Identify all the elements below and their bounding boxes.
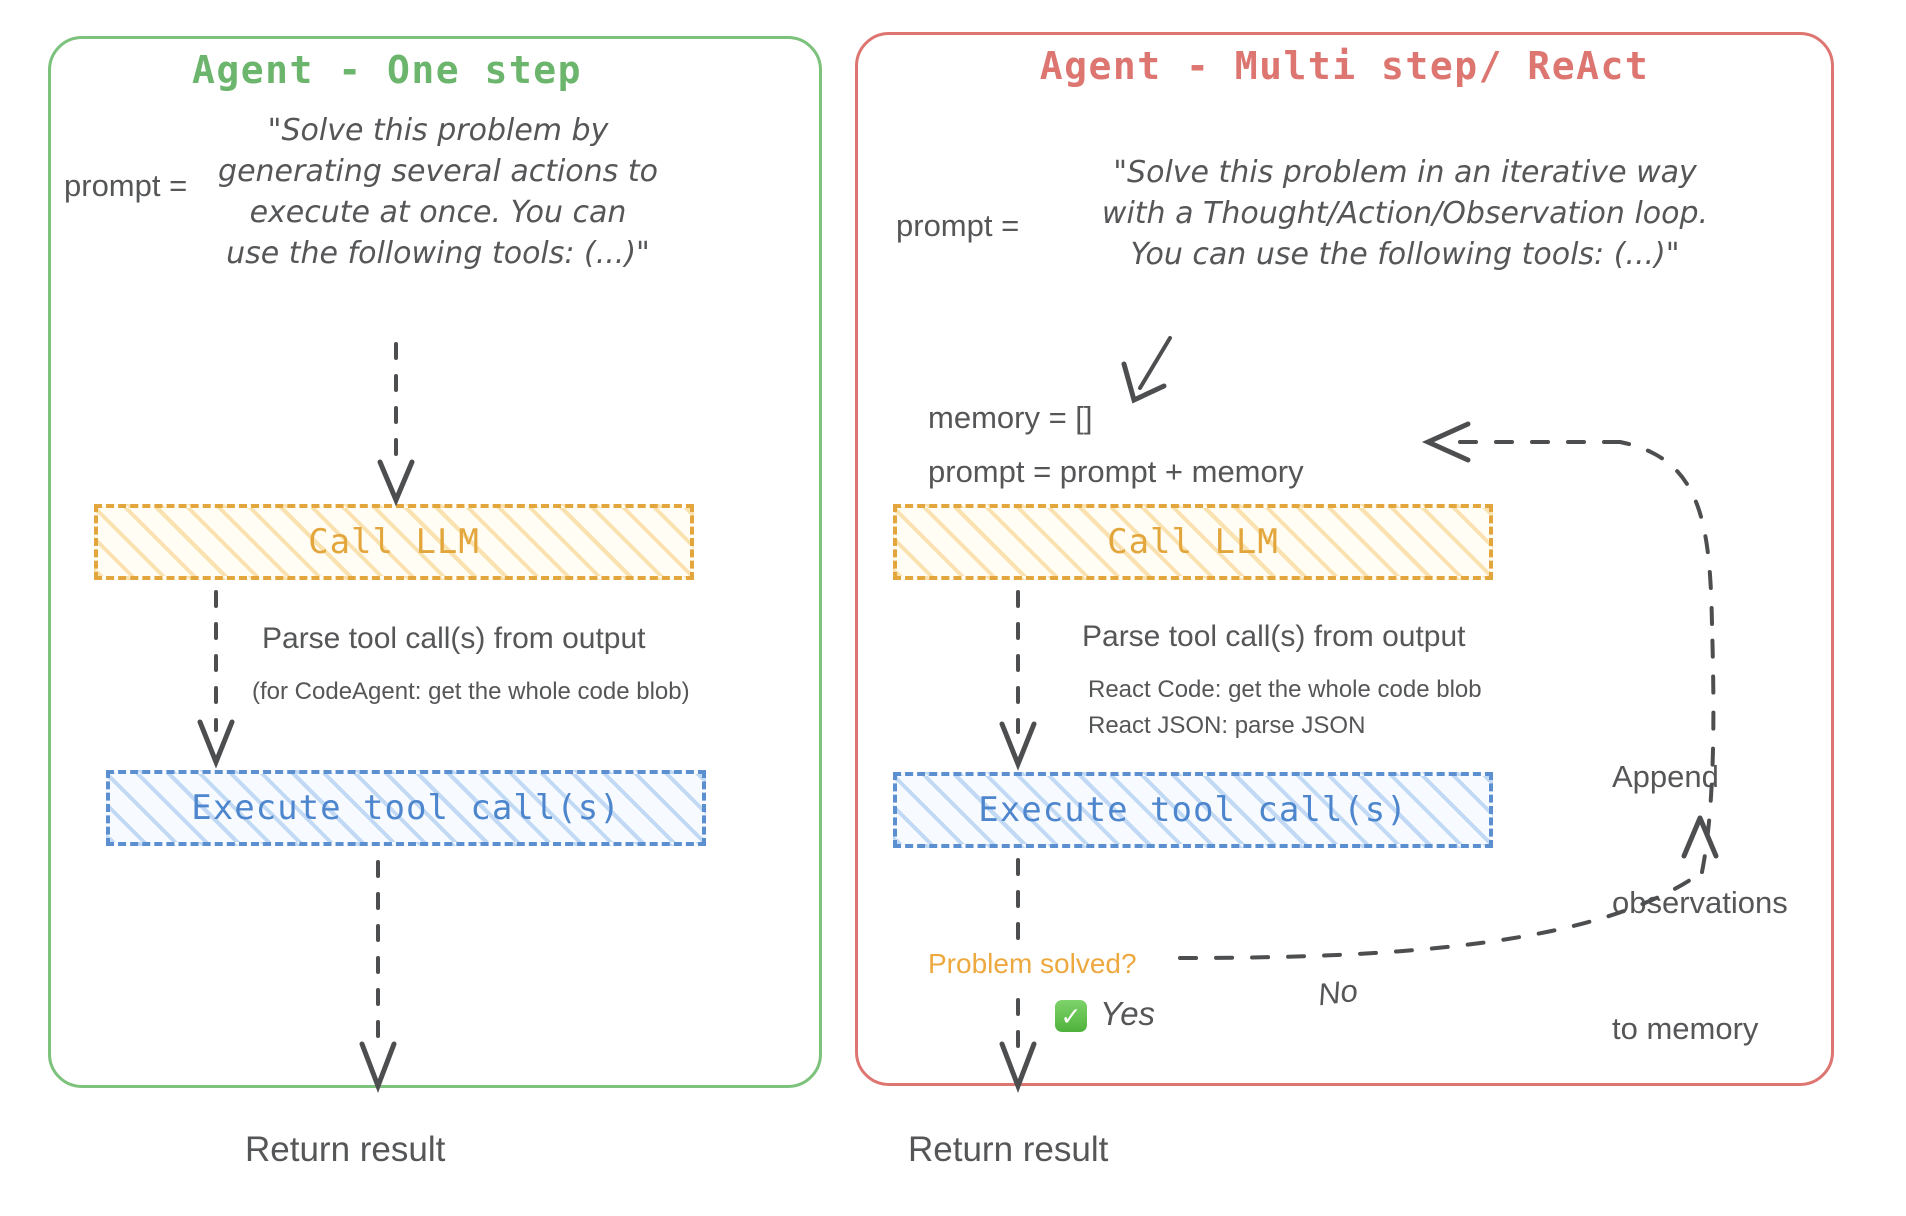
decision-problem-solved-label: Problem solved? [928,948,1137,979]
call-llm-label: Call LLM [1107,522,1279,562]
prompt-line: You can use the following tools: (...)" [1130,237,1680,272]
parse-note-react-code: React Code: get the whole code blob [1088,676,1482,703]
append-line: to memory [1612,1011,1759,1046]
parse-note-react-json: React JSON: parse JSON [1088,712,1366,739]
prompt-label-react: prompt = [896,208,1020,243]
panel-agent-one-step [48,36,822,1088]
check-mark-button-icon: ✓ [1055,1000,1087,1032]
prompt-line: use the following tools: (...)" [226,236,650,271]
panel-title-react: Agent - Multi step/ ReAct [1039,44,1650,88]
call-llm-box-one-step[interactable]: Call LLM [94,504,694,580]
execute-tool-calls-label: Execute tool call(s) [978,790,1408,830]
append-observations-label: Append observations to memory [1612,672,1788,1134]
panel-title-one-step: Agent - One step [191,48,583,92]
prompt-text-one-step: "Solve this problem by generating severa… [196,110,680,274]
execute-tool-calls-label: Execute tool call(s) [191,788,621,828]
prompt-line: generating several actions to [218,154,658,189]
append-line: Append [1612,759,1719,794]
execute-tool-calls-box-react[interactable]: Execute tool call(s) [893,772,1493,848]
prompt-line: with a Thought/Action/Observation loop. [1101,196,1709,231]
memory-init-label: memory = [] [928,400,1093,435]
parse-tool-calls-label-one-step: Parse tool call(s) from output [262,622,646,655]
execute-tool-calls-box-one-step[interactable]: Execute tool call(s) [106,770,706,846]
prompt-concat-label: prompt = prompt + memory [928,454,1304,489]
parse-tool-calls-label-react: Parse tool call(s) from output [1082,620,1466,653]
append-line: observations [1612,885,1788,920]
yes-branch-label: Yes [1100,995,1156,1032]
call-llm-label: Call LLM [308,522,480,562]
call-llm-box-react[interactable]: Call LLM [893,504,1493,580]
panel-agent-react [855,32,1834,1086]
return-result-label-react: Return result [908,1130,1109,1169]
prompt-text-react: "Solve this problem in an iterative way … [1055,152,1755,275]
no-branch-label: No [1315,972,1360,1013]
prompt-label-one-step: prompt = [64,168,188,203]
return-result-label-one-step: Return result [245,1130,446,1169]
prompt-line: "Solve this problem in an iterative way [1113,155,1697,190]
prompt-line: execute at once. You can [249,195,627,230]
prompt-line: "Solve this problem by [267,113,609,148]
parse-note-one-step: (for CodeAgent: get the whole code blob) [252,678,690,705]
